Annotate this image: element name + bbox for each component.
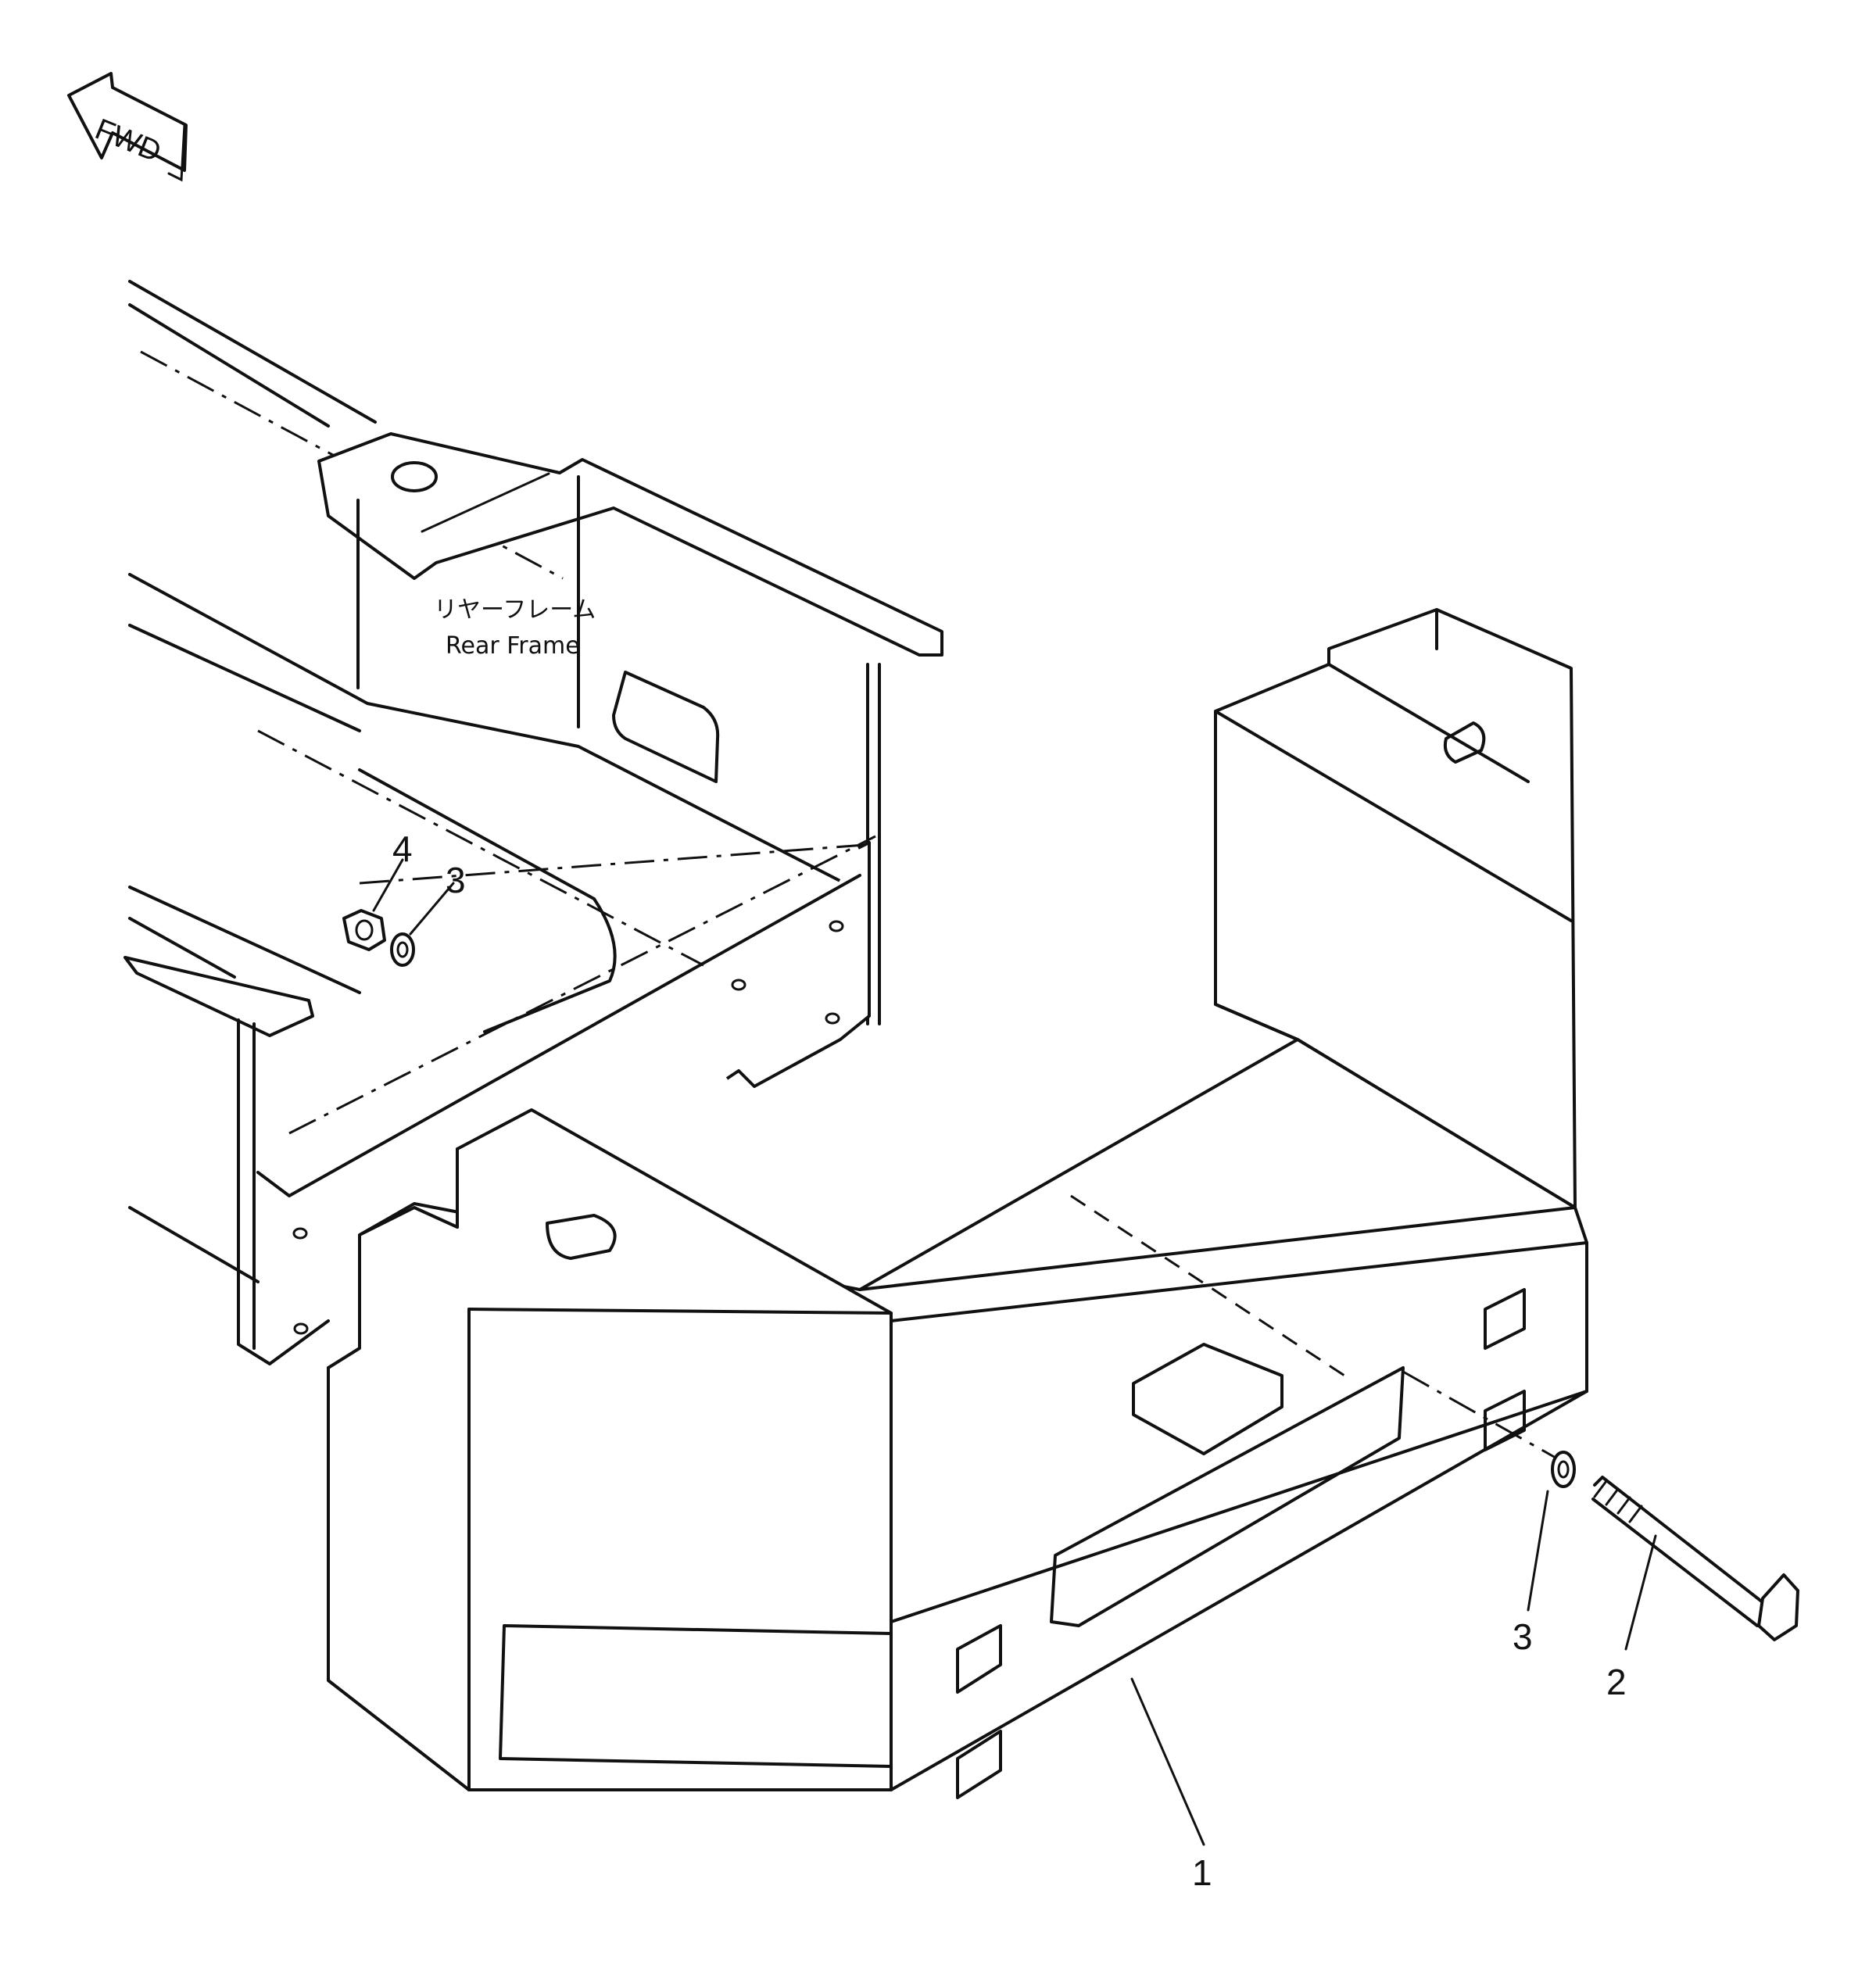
rear-frame-label-en: Rear Frame bbox=[446, 632, 580, 660]
washer-part-3-bolt-side bbox=[1551, 1451, 1576, 1488]
fwd-arrow-icon: FWD bbox=[67, 72, 188, 182]
nut-part-4 bbox=[342, 909, 386, 951]
counterweight-part-1 bbox=[327, 608, 1588, 1799]
leader-line-3-nut-side bbox=[409, 882, 455, 936]
leader-line-2 bbox=[1624, 1534, 1657, 1651]
rear-frame: リヤーフレーム Rear Frame bbox=[124, 280, 943, 1365]
callout-3-nut-side: 3 bbox=[446, 860, 466, 900]
callout-4: 4 bbox=[392, 828, 413, 869]
leader-line-1 bbox=[1130, 1677, 1205, 1846]
callout-2: 2 bbox=[1606, 1662, 1627, 1702]
callout-3-bolt-side: 3 bbox=[1513, 1616, 1533, 1657]
washer-part-3-nut-side bbox=[390, 932, 415, 967]
leader-line-4 bbox=[372, 858, 404, 912]
bolt-part-2 bbox=[1591, 1476, 1799, 1641]
fwd-label: FWD bbox=[91, 113, 166, 168]
leader-line-3-bolt-side bbox=[1527, 1490, 1549, 1612]
rear-frame-label-jp: リヤーフレーム bbox=[434, 596, 596, 624]
callout-1: 1 bbox=[1192, 1852, 1212, 1893]
